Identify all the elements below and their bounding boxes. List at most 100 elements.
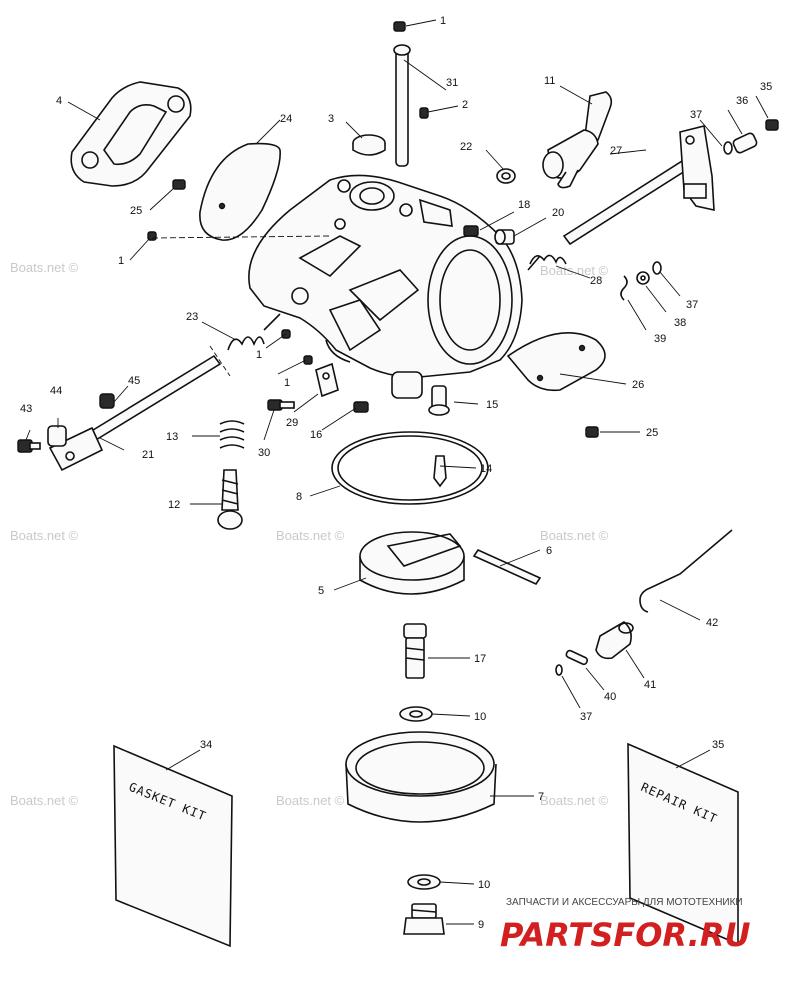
part-small-plug [419, 107, 429, 119]
callout-18: 18 [518, 199, 530, 211]
part-spring-28 [527, 254, 567, 271]
part-washer-38 [636, 271, 650, 285]
callout-10: 10 [478, 879, 490, 891]
part-screw-30 [267, 399, 295, 411]
part-ring-37 [652, 261, 662, 275]
part-link-rod-42 [639, 529, 733, 613]
part-screw-25b [585, 426, 599, 438]
callout-16: 16 [310, 429, 322, 441]
part-bowl-gasket-8 [331, 431, 489, 505]
part-screw-small [172, 179, 186, 190]
part-spring-23 [227, 313, 281, 351]
part-link-36 [732, 132, 758, 154]
callout-37: 37 [580, 711, 592, 723]
callout-1: 1 [118, 255, 124, 267]
callout-26: 26 [632, 379, 644, 391]
callout-36: 36 [736, 95, 748, 107]
callout-20: 20 [552, 207, 564, 219]
callout-1: 1 [256, 349, 262, 361]
callout-14: 14 [480, 463, 492, 475]
leader-lines [25, 19, 769, 925]
callout-21: 21 [142, 449, 154, 461]
callout-13: 13 [166, 431, 178, 443]
watermark: Boats.net © [10, 793, 79, 808]
callout-31: 31 [446, 77, 458, 89]
brand-logo: ЗАПЧАСТИ И АКСЕССУАРЫ ДЛЯ МОТОТЕХНИКИ PA… [500, 897, 750, 954]
callout-10: 10 [474, 711, 486, 723]
part-nut-45 [99, 393, 115, 409]
part-bushing-44 [47, 425, 67, 447]
callout-29: 29 [286, 417, 298, 429]
part-bowl-nut-9 [403, 903, 445, 935]
part-cap [352, 134, 386, 156]
callout-6: 6 [546, 545, 552, 557]
callout-8: 8 [296, 491, 302, 503]
part-throttle-shaft [562, 125, 715, 246]
callout-2: 2 [462, 99, 468, 111]
part-bracket-29 [315, 362, 339, 398]
part-screw-43 [17, 439, 41, 453]
callout-numbers: 1 31 2 3 4 24 25 1 11 22 27 18 20 28 37 … [20, 15, 772, 931]
watermark: Boats.net © [276, 528, 345, 543]
brand-name: PARTSFOR.RU [500, 916, 750, 954]
part-plug-1 [303, 355, 313, 365]
callout-25: 25 [646, 427, 658, 439]
callout-23: 23 [186, 311, 198, 323]
part-plug-20 [494, 229, 515, 245]
callout-15: 15 [486, 399, 498, 411]
callout-5: 5 [318, 585, 324, 597]
callout-38: 38 [674, 317, 686, 329]
callout-42: 42 [706, 617, 718, 629]
part-washer-22 [496, 168, 516, 184]
part-vent-tube [393, 21, 411, 167]
callout-1: 1 [284, 377, 290, 389]
callout-28: 28 [590, 275, 602, 287]
callout-41: 41 [644, 679, 656, 691]
callout-27: 27 [610, 145, 622, 157]
part-nozzle-17 [403, 623, 427, 679]
callout-43: 43 [20, 403, 32, 415]
part-ring-37c [555, 664, 563, 676]
part-pin-40 [565, 649, 589, 666]
part-idle-screw-12 [217, 469, 243, 530]
callout-39: 39 [654, 333, 666, 345]
part-gasket-flange [70, 81, 192, 187]
callout-37: 37 [690, 109, 702, 121]
part-screw-16 [353, 401, 369, 413]
part-spring-13 [219, 420, 245, 449]
callout-4: 4 [56, 95, 62, 107]
callout-24: 24 [280, 113, 292, 125]
callout-7: 7 [538, 791, 544, 803]
part-carburetor-body [248, 174, 523, 399]
watermarks: Boats.net © Boats.net © Boats.net © Boat… [10, 260, 609, 808]
part-float-pin-6 [472, 548, 542, 586]
callout-44: 44 [50, 385, 62, 397]
callout-35: 35 [760, 81, 772, 93]
part-fuel-inlet-fitting [542, 91, 613, 189]
callout-1: 1 [440, 15, 446, 27]
callout-45: 45 [128, 375, 140, 387]
watermark: Boats.net © [540, 528, 609, 543]
watermark: Boats.net © [10, 260, 79, 275]
callout-22: 22 [460, 141, 472, 153]
callout-17: 17 [474, 653, 486, 665]
callout-12: 12 [168, 499, 180, 511]
part-screw-35 [765, 119, 779, 131]
part-diaphragm [199, 142, 281, 241]
callout-35: 35 [712, 739, 724, 751]
callout-30: 30 [258, 447, 270, 459]
callout-3: 3 [328, 113, 334, 125]
part-float-bowl-7 [345, 731, 497, 823]
watermark: Boats.net © [540, 793, 609, 808]
gasket-kit-card: GASKET KIT [113, 744, 233, 948]
part-washer-10b [407, 874, 441, 890]
watermark: Boats.net © [10, 528, 79, 543]
part-choke-shaft [48, 354, 222, 472]
brand-tagline: ЗАПЧАСТИ И АКСЕССУАРЫ ДЛЯ МОТОТЕХНИКИ [506, 897, 743, 908]
part-clip-37 [723, 141, 733, 155]
watermark: Boats.net © [276, 793, 345, 808]
callout-40: 40 [604, 691, 616, 703]
callout-34: 34 [200, 739, 212, 751]
part-washer-10a [399, 706, 433, 722]
